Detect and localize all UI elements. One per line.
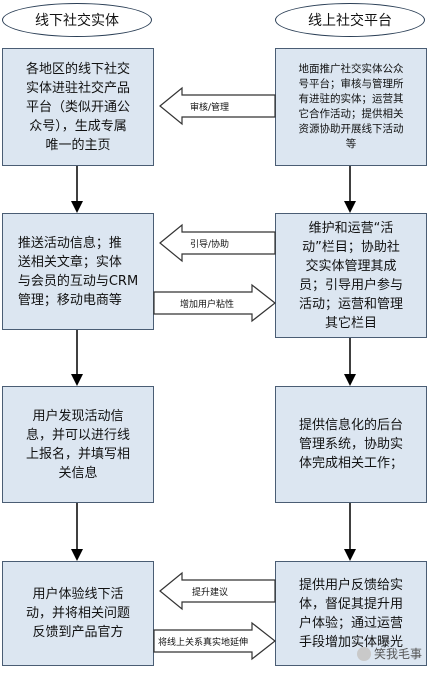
left-box-1-line: 实体进驻社交产品 [25, 80, 130, 96]
left-box-1-line: 平台（类似开通公 [25, 99, 130, 115]
left-box-2-line: 送相关文章；实体 [17, 254, 122, 270]
left-box-3: 用户发现活动信 息，并可以进行线 上报名，并填写相 关信息 [2, 386, 154, 503]
left-box-4-line: 反馈到产品官方 [32, 625, 124, 640]
review-label: 审核/管理 [190, 103, 230, 113]
left-box-1: 各地区的线下社交 实体进驻社交产品 平台（类似开通公 众号），生成专属 唯一的主… [2, 48, 154, 166]
right-box-4-line: 户体验；通过运营 [298, 615, 403, 631]
left-box-3-line: 息，并可以进行线 [25, 427, 130, 443]
right-box-4: 提供用户反馈给实 体，督促其提升用 户体验；通过运营 手段增加实体曝光 [275, 561, 427, 666]
right-box-3-line: 提供信息化的后台 [298, 418, 403, 433]
right-box-4-line: 手段增加实体曝光 [298, 634, 403, 650]
left-box-4: 用户体验线下活 动，并将相关问题 反馈到产品官方 [2, 561, 154, 666]
right-box-3-line: 管理系统，协助实 [298, 437, 403, 452]
left-box-2: 推送活动信息；推 送相关文章；实体 与会员的互动与CRM 管理；移动电商等 [2, 213, 154, 330]
right-box-1-line: 等 [345, 138, 357, 150]
left-box-3-line: 上报名，并填写相 [25, 446, 130, 462]
left-box-3-line: 关信息 [58, 465, 98, 481]
left-box-4-line: 动，并将相关问题 [25, 606, 130, 621]
right-box-1-line: 地面推广社交实体公众 [298, 63, 404, 75]
left-box-1-line: 唯一的主页 [45, 137, 111, 153]
right-box-2-line: 活动；运营和管理 [298, 296, 403, 312]
left-box-2-line: 推送活动信息；推 [17, 235, 122, 251]
left-box-3-line: 用户发现活动信 [32, 408, 124, 424]
wechat-icon [356, 646, 371, 661]
right-box-4-line: 体，督促其提升用 [298, 596, 403, 612]
watermark-text: 笑我毛事 [373, 647, 422, 661]
left-box-2-line: 管理；移动电商等 [17, 292, 122, 308]
left-box-4-line: 用户体验线下活 [32, 587, 124, 602]
right-box-2: 维护和运营“活 动”栏目；协助社 交实体管理其成 员；引导用户参与 活动；运营和… [275, 213, 427, 338]
right-box-1-line: 有进驻的实体；运营其 [298, 93, 404, 105]
suggest-block-arrow [159, 571, 276, 611]
right-box-2-line: 交实体管理其成 [305, 258, 397, 274]
right-box-2-line: 动”栏目；协助社 [302, 239, 400, 255]
stickiness-label: 增加用户粘性 [180, 300, 235, 310]
guide-block-arrow [159, 223, 276, 263]
suggest-label: 提升建议 [192, 588, 229, 598]
right-box-3-line: 体完成相关工作； [298, 456, 403, 471]
right-box-2-line: 其它栏目 [324, 315, 377, 331]
right-box-1-line: 它合作活动；提供相关 [298, 108, 404, 120]
online-platform-header: 线上社交平台 [275, 3, 425, 37]
right-box-1-line: 号平台；审核与管理所 [298, 78, 404, 90]
left-box-1-line: 众号），生成专属 [29, 118, 127, 134]
right-box-4-line: 提供用户反馈给实 [298, 577, 403, 593]
right-box-1-line: 资源协助开展线下活动 [298, 123, 404, 135]
right-box-2-line: 维护和运营“活 [308, 220, 394, 236]
left-box-1-line: 各地区的线下社交 [25, 61, 130, 77]
review-block-arrow [159, 86, 276, 126]
right-box-2-line: 员；引导用户参与 [298, 277, 403, 293]
extend-label: 将线上关系真实地延伸 [158, 638, 249, 648]
guide-label: 引导/协助 [190, 240, 230, 250]
extend-block-arrow [153, 621, 276, 661]
left-box-2-line: 与会员的互动与CRM [17, 273, 139, 289]
watermark: 笑我毛事 [356, 645, 422, 662]
stickiness-block-arrow [153, 283, 276, 323]
offline-entity-header: 线下社交实体 [2, 3, 152, 37]
right-box-3: 提供信息化的后台 管理系统，协助实 体完成相关工作； [275, 386, 427, 503]
